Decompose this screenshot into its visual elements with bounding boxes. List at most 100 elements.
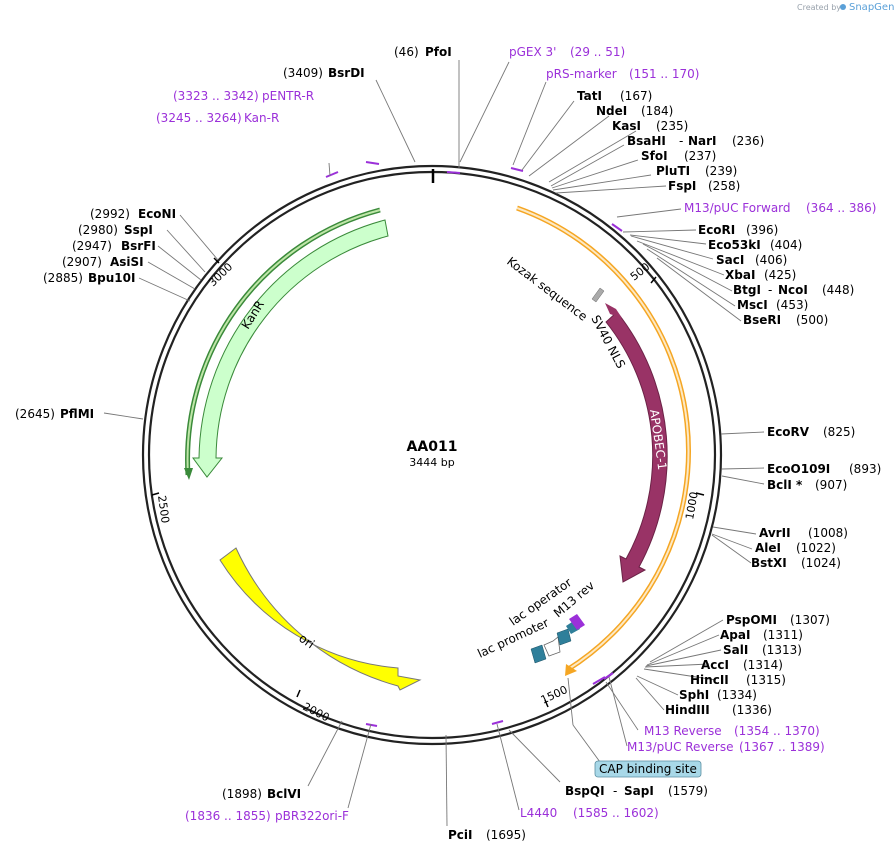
site-pos: (2947) [72,239,112,253]
site-name: KasI [612,119,641,133]
cap-label: CAP binding site [599,762,697,776]
apobec-label: APOBEC-1 [647,408,669,470]
primer-marks [325,161,623,727]
site-name: HincII [690,673,729,687]
sv40-nls-feature[interactable] [605,303,622,318]
site-name: PciI [448,828,473,842]
site-pos: (825) [823,425,855,439]
site-pos: (235) [656,119,688,133]
site-pos: (404) [770,238,802,252]
primer-name: Kan-R [244,111,279,125]
site-pos: (236) [732,134,764,148]
site-pos: (2992) [90,207,130,221]
lac-promoter-feature[interactable] [543,636,561,657]
restriction-sites: (46) PfoI (3409) BsrDI TatI (167) NdeI (… [15,45,881,842]
m13-rev-feature[interactable] [569,614,585,630]
site-name: AccI [701,658,729,672]
site-name: SalI [723,643,748,657]
primer-name: L4440 [520,806,557,820]
backbone [141,164,723,746]
site-name: BseRI [743,313,781,327]
primer-name: pRS-marker [546,67,617,81]
site-name: SapI [624,784,654,798]
site-name: XbaI [725,268,755,282]
primer-name: M13/pUC Reverse [627,740,734,754]
site-name: Eco53kI [708,238,761,252]
plasmid-length: 3444 bp [409,456,454,469]
site-name: BclI * [767,478,803,492]
apobec-feature[interactable] [605,311,668,583]
site-name: EcoNI [138,207,176,221]
cap-site-feature[interactable] [556,628,572,646]
site-pos: (1336) [732,703,772,717]
site-pos: (1579) [668,784,708,798]
cds-ring-arrow-icon [565,664,577,676]
snapgene-logo-icon [840,4,846,10]
site-pos: (2885) [43,271,83,285]
primer-name: pBR322ori-F [275,809,349,823]
site-pos: (1334) [717,688,757,702]
tick-1000: 1000 [683,491,701,521]
site-name: Bpu10I [88,271,135,285]
site-sep: - [768,283,772,297]
site-pos: (1695) [486,828,526,842]
site-name: MscI [737,298,768,312]
site-pos: (1311) [763,628,803,642]
site-name: EcoRV [767,425,810,439]
site-pos: (1008) [808,526,848,540]
site-name: FspI [668,179,696,193]
site-name: AvrII [759,526,791,540]
kozak-label: Kozak sequence [504,254,590,323]
primer-name: pENTR-R [262,89,314,103]
site-pos: (396) [746,223,778,237]
site-pos: (2980) [78,223,118,237]
site-pos: (239) [705,164,737,178]
site-pos: (3409) [283,66,323,80]
site-name: NdeI [596,104,627,118]
site-name: TatI [577,89,602,103]
plasmid-name: AA011 [407,439,458,455]
site-pos: (1022) [796,541,836,555]
site-name: NarI [688,134,717,148]
site-pos: (907) [815,478,847,492]
credit-brand: SnapGene [849,2,894,13]
site-name: BtgI [733,283,761,297]
site-sep: - [613,784,617,798]
site-name: BsrDI [328,66,365,80]
kanr-ring-arrow-icon [184,468,193,480]
site-name: PluTI [656,164,690,178]
kanr-feature[interactable] [192,219,389,478]
primer-name: M13/pUC Forward [684,201,791,215]
primer-range: (3323 .. 3342) [173,89,259,103]
site-pos: (1314) [743,658,783,672]
primer-range: (29 .. 51) [570,45,625,59]
site-pos: (1307) [790,613,830,627]
site-name: SphI [679,688,709,702]
site-name: BstXI [751,556,787,570]
lac-operator-feature[interactable] [530,644,547,664]
ori-feature[interactable] [219,547,422,691]
site-name: EcoO109I [767,462,830,476]
site-name: ApaI [720,628,750,642]
site-pos: (500) [796,313,828,327]
site-pos: (1313) [762,643,802,657]
kozak-feature[interactable] [591,287,605,303]
site-pos: (1024) [801,556,841,570]
site-name: SfoI [641,149,668,163]
site-name: AleI [755,541,781,555]
primer-name: M13 Reverse [644,724,722,738]
cap-label-box [594,760,702,778]
site-name: HindIII [665,703,710,717]
site-name: BspQI [565,784,605,798]
site-pos: (893) [849,462,881,476]
site-pos: (258) [708,179,740,193]
site-pos: (237) [684,149,716,163]
site-sep: - [679,134,683,148]
site-name: SacI [716,253,744,267]
site-pos: (406) [755,253,787,267]
site-pos: (46) [394,45,419,59]
coordinate-ticks: 500 1000 1500 2000 2500 3000 [151,257,705,724]
site-name: AsiSI [110,255,144,269]
site-name: EcoRI [698,223,735,237]
